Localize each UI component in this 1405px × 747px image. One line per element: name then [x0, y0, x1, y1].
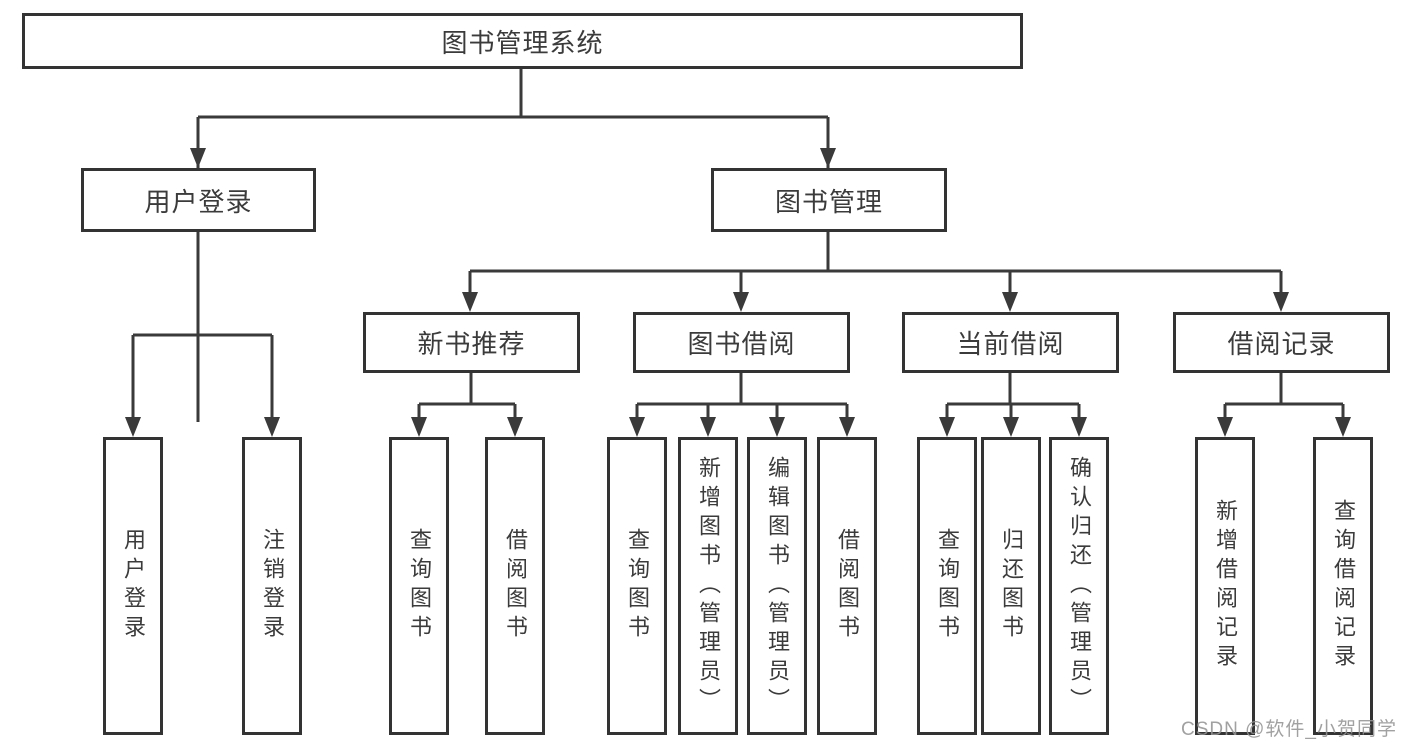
arrowhead [1003, 417, 1019, 437]
arrowhead [1071, 417, 1087, 437]
arrowhead [190, 148, 206, 168]
arrowhead [1273, 292, 1289, 312]
node-user-login: 用户登录 [81, 168, 316, 232]
arrowhead [769, 417, 785, 437]
arrowhead [1217, 417, 1233, 437]
leaf-borrow-books-borrowing: 借阅图书 [817, 437, 877, 735]
arrowhead [629, 417, 645, 437]
leaf-borrow-books-recommend: 借阅图书 [485, 437, 545, 735]
leaf-edit-book-admin: 编辑图书（管理员） [747, 437, 807, 735]
leaf-return-books: 归还图书 [981, 437, 1041, 735]
node-borrowing-records: 借阅记录 [1173, 312, 1390, 373]
arrowhead [839, 417, 855, 437]
arrowhead [507, 417, 523, 437]
watermark: CSDN @软件_小贺同学 [1181, 719, 1397, 740]
leaf-confirm-return-admin: 确认归还（管理员） [1049, 437, 1109, 735]
arrowhead [939, 417, 955, 437]
leaf-query-books-borrowing: 查询图书 [607, 437, 667, 735]
arrowhead [700, 417, 716, 437]
node-book-borrowing: 图书借阅 [633, 312, 850, 373]
node-new-book-recommend: 新书推荐 [363, 312, 580, 373]
node-library-system: 图书管理系统 [22, 13, 1023, 69]
leaf-logout: 注销登录 [242, 437, 302, 735]
leaf-query-books-recommend: 查询图书 [389, 437, 449, 735]
arrowhead [125, 417, 141, 437]
arrowhead [462, 292, 478, 312]
node-book-management: 图书管理 [711, 168, 947, 232]
arrowhead [820, 148, 836, 168]
leaf-add-book-admin: 新增图书（管理员） [678, 437, 738, 735]
leaf-add-borrow-record: 新增借阅记录 [1195, 437, 1255, 735]
arrowhead [1002, 292, 1018, 312]
arrowhead [411, 417, 427, 437]
leaf-query-books-current: 查询图书 [917, 437, 977, 735]
leaf-query-borrow-record: 查询借阅记录 [1313, 437, 1373, 735]
arrowhead [1335, 417, 1351, 437]
node-current-borrowing: 当前借阅 [902, 312, 1119, 373]
arrowhead [733, 292, 749, 312]
leaf-user-login: 用户登录 [103, 437, 163, 735]
arrowhead [264, 417, 280, 437]
